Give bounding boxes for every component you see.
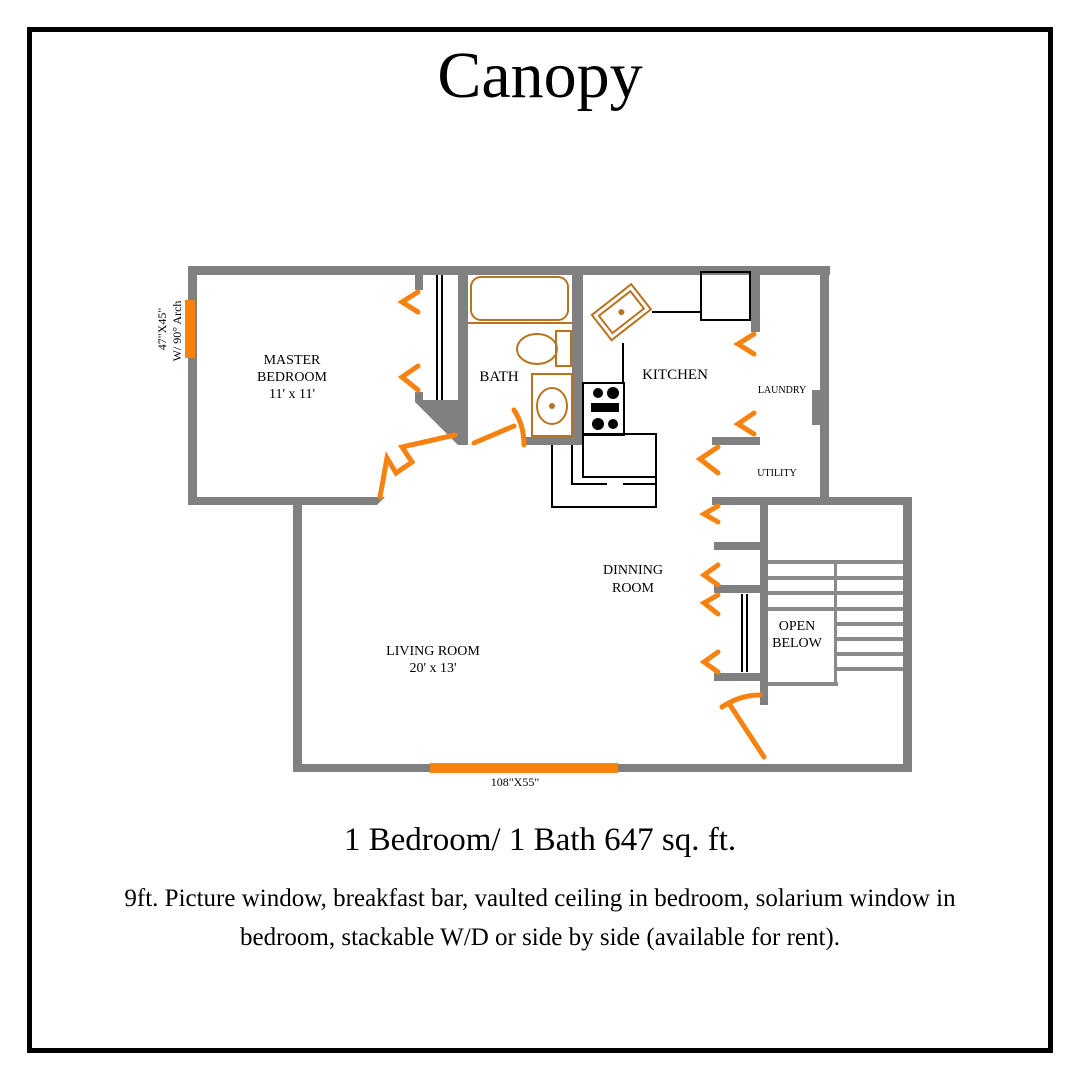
laundry-right-wall [820,266,829,505]
walls [188,266,912,772]
closet-shelf-1 [714,542,768,550]
floorplan-title: Canopy [437,39,643,112]
breakfast-bar [551,433,657,508]
bedroom-window [185,300,195,358]
closet-stub-top [415,266,423,290]
bath-kitchen-wall [572,266,583,445]
fixtures [468,271,751,508]
open-below-label-2: BELOW [772,636,823,651]
bedroom-window-label-2: W/ 90° Arch [170,301,184,362]
description-line-2: bedroom, stackable W/D or side by side (… [239,924,841,951]
refrigerator-icon [700,271,751,321]
living-window [430,763,618,773]
stair-top-wall [712,497,912,505]
kitchen-sink-icon [590,282,653,342]
unit-summary: 1 Bedroom/ 1 Bath 647 sq. ft. [343,822,737,858]
stairs [768,560,903,686]
dining-room-label-2: ROOM [612,581,655,596]
utility-label: UTILITY [757,468,796,479]
open-below-label: OPEN [779,619,816,634]
room-labels: MASTER BEDROOM 11' x 11' BATH KITCHEN LA… [155,301,823,789]
door-swings [377,289,767,760]
closet-wall [415,266,468,445]
master-bedroom-size: 11' x 11' [269,387,315,402]
dining-room-label: DINNING [603,563,663,578]
kitchen-stub [751,266,760,332]
living-window-label: 108"X55" [491,775,540,789]
master-bedroom-label: MASTER [264,353,321,368]
bedroom-left-wall [188,266,197,505]
closet-shelf-3 [714,673,768,681]
sink-icon [536,387,568,425]
stair-left-wall [760,497,768,705]
living-left-wall [293,505,302,772]
bath-bottom-wall [525,437,583,445]
top-wall [188,266,830,275]
bedroom-bottom-wall [188,497,385,505]
toilet-icon [516,333,558,365]
laundry-divider [712,437,760,445]
laundry-vent [812,390,821,425]
bathtub-icon [470,276,569,321]
stair-right-wall [903,497,912,772]
closet-doors [436,275,748,672]
closet-shelf-2 [714,585,768,593]
stove-icon [582,382,625,436]
windows [185,300,618,773]
vanity-icon [531,373,573,437]
page-frame [27,27,1053,1053]
living-room-size: 20' x 13' [409,661,456,676]
unit-description: 9ft. Picture window, breakfast bar, vaul… [60,879,1020,957]
kitchen-label: KITCHEN [642,367,708,383]
bath-label: BATH [479,369,518,385]
master-bedroom-label-2: BEDROOM [257,370,328,385]
living-room-label: LIVING ROOM [386,644,480,659]
description-line-1: 9ft. Picture window, breakfast bar, vaul… [124,885,956,912]
laundry-label: LAUNDRY [758,385,806,396]
bedroom-window-label: 47"X45" [155,308,169,351]
